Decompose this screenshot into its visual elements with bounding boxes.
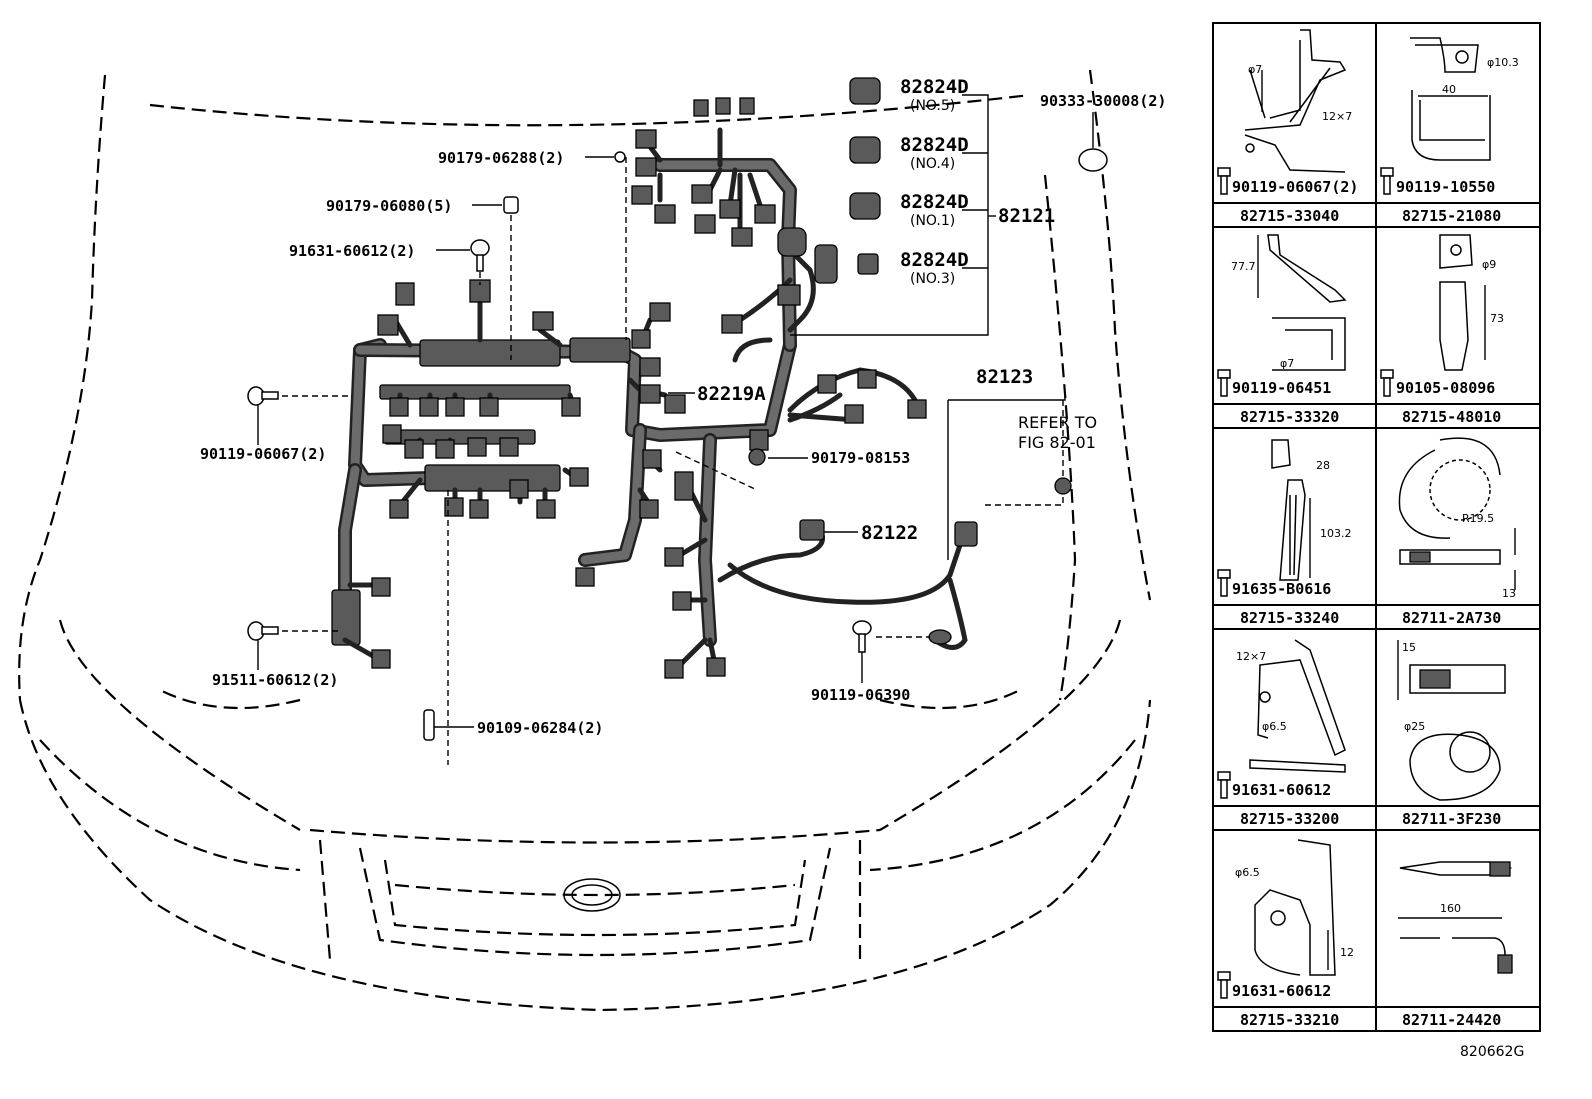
label-82824d-no1: 82824D (900, 191, 969, 213)
label-82824d-no5-sub: (NO.5) (910, 98, 955, 114)
label-82824d-no5: 82824D (900, 76, 969, 98)
label-90119-06390: 90119-06390 (811, 686, 910, 704)
part-82711-24420: 82711-24420 (1402, 1011, 1501, 1029)
label-91511-60612: 91511-60612(2) (212, 671, 338, 689)
part-82711-3f230: 82711-3F230 (1402, 810, 1501, 828)
label-90333: 90333-30008(2) (1040, 92, 1166, 110)
dim-15: 15 (1402, 641, 1416, 654)
label-82219a: 82219A (697, 383, 766, 405)
grid-cell-82715-48010: φ9 73 90105-08096 82715-48010 (1380, 234, 1504, 426)
grid-cell-82711-2a730: R19.5 13 82711-2A730 (1398, 437, 1516, 627)
dim-phi7-b: φ7 (1280, 357, 1294, 370)
grid-cell-82715-33040: φ7 12×7 90119-06067(2) 82715-33040 (1217, 29, 1358, 225)
label-90109-06284: 90109-06284(2) (477, 719, 603, 737)
dim-phi25: φ25 (1404, 720, 1425, 733)
bolt-90119-06067: 90119-06067(2) (1232, 178, 1358, 196)
bolt-90119-06451: 90119-06451 (1232, 379, 1331, 397)
dim-12x7: 12×7 (1322, 110, 1352, 123)
dim-13: 13 (1502, 587, 1516, 600)
connectors (371, 97, 927, 679)
refer-to-line2: FIG 82-01 (1018, 433, 1096, 452)
emblem-shape (563, 878, 621, 912)
label-82122: 82122 (861, 522, 918, 544)
label-82824d-no4-sub: (NO.4) (910, 156, 955, 172)
grid-cell-82715-33240: 28 103.2 91635-B0616 82715-33240 (1217, 439, 1352, 627)
part-82711-2a730: 82711-2A730 (1402, 609, 1501, 627)
bolt-91631-60612-a: 91631-60612 (1232, 781, 1331, 799)
harness-82123 (717, 519, 978, 650)
fasteners (247, 77, 1108, 741)
label-82824d-no3: 82824D (900, 249, 969, 271)
grid-cell-82711-24420: 160 82711-24420 (1398, 861, 1513, 1029)
dim-103-2: 103.2 (1320, 527, 1352, 540)
figure-id: 820662G (1460, 1044, 1524, 1060)
label-90119-06067: 90119-06067(2) (200, 445, 326, 463)
grid-cell-82715-33320: 77.7 φ7 90119-06451 82715-33320 (1217, 234, 1347, 426)
dim-phi7: φ7 (1248, 63, 1262, 76)
part-82715-33200: 82715-33200 (1240, 810, 1339, 828)
label-90179-08153: 90179-08153 (811, 449, 910, 467)
part-82715-21080: 82715-21080 (1402, 207, 1501, 225)
dim-12x7-b: 12×7 (1236, 650, 1266, 663)
dim-phi10-3: φ10.3 (1487, 56, 1519, 69)
dim-phi6-5: φ6.5 (1262, 720, 1287, 733)
bolt-91631-60612-b: 91631-60612 (1232, 982, 1331, 1000)
part-labels: 82824D (NO.5) 82824D (NO.4) 82824D (NO.1… (200, 76, 1166, 737)
part-82715-33040: 82715-33040 (1240, 207, 1339, 225)
dim-phi9: φ9 (1482, 258, 1496, 271)
label-82824d-no3-sub: (NO.3) (910, 271, 955, 287)
parts-grid: φ7 12×7 90119-06067(2) 82715-33040 40 φ1… (1212, 22, 1541, 1032)
label-82121: 82121 (998, 205, 1055, 227)
leader-lines (257, 94, 1094, 765)
dim-73: 73 (1490, 312, 1504, 325)
dim-160: 160 (1440, 902, 1461, 915)
grid-cell-82715-33200: 12×7 φ6.5 91631-60612 82715-33200 (1217, 639, 1346, 828)
bolt-90119-10550: 90119-10550 (1396, 178, 1495, 196)
dim-77-7: 77.7 (1231, 260, 1256, 273)
label-90179-06080: 90179-06080(5) (326, 197, 452, 215)
dim-phi6-5-b: φ6.5 (1235, 866, 1260, 879)
label-82824d-no1-sub: (NO.1) (910, 213, 955, 229)
part-82715-48010: 82715-48010 (1402, 408, 1501, 426)
label-91631-60612-main: 91631-60612(2) (289, 242, 415, 260)
dim-r19-5: R19.5 (1462, 512, 1494, 525)
bolt-91635-b0616: 91635-B0616 (1232, 580, 1331, 598)
part-82715-33320: 82715-33320 (1240, 408, 1339, 426)
dim-40: 40 (1442, 83, 1456, 96)
label-82123: 82123 (976, 366, 1033, 388)
dim-28: 28 (1316, 459, 1330, 472)
label-90179-06288: 90179-06288(2) (438, 149, 564, 167)
dim-12: 12 (1340, 946, 1354, 959)
main-harness (331, 158, 797, 647)
grid-cell-82715-21080: 40 φ10.3 90119-10550 82715-21080 (1380, 37, 1519, 225)
grid-cell-82715-33210: φ6.5 12 91631-60612 82715-33210 (1217, 839, 1354, 1029)
part-82715-33210: 82715-33210 (1240, 1011, 1339, 1029)
bolt-90105-08096: 90105-08096 (1396, 379, 1495, 397)
grid-cell-82711-3f230: 15 φ25 82711-3F230 (1397, 640, 1506, 828)
part-82715-33240: 82715-33240 (1240, 609, 1339, 627)
car-body-outline (18, 69, 1152, 1012)
refer-to-line1: REFER TO (1018, 413, 1097, 432)
label-82824d-no4: 82824D (900, 134, 969, 156)
